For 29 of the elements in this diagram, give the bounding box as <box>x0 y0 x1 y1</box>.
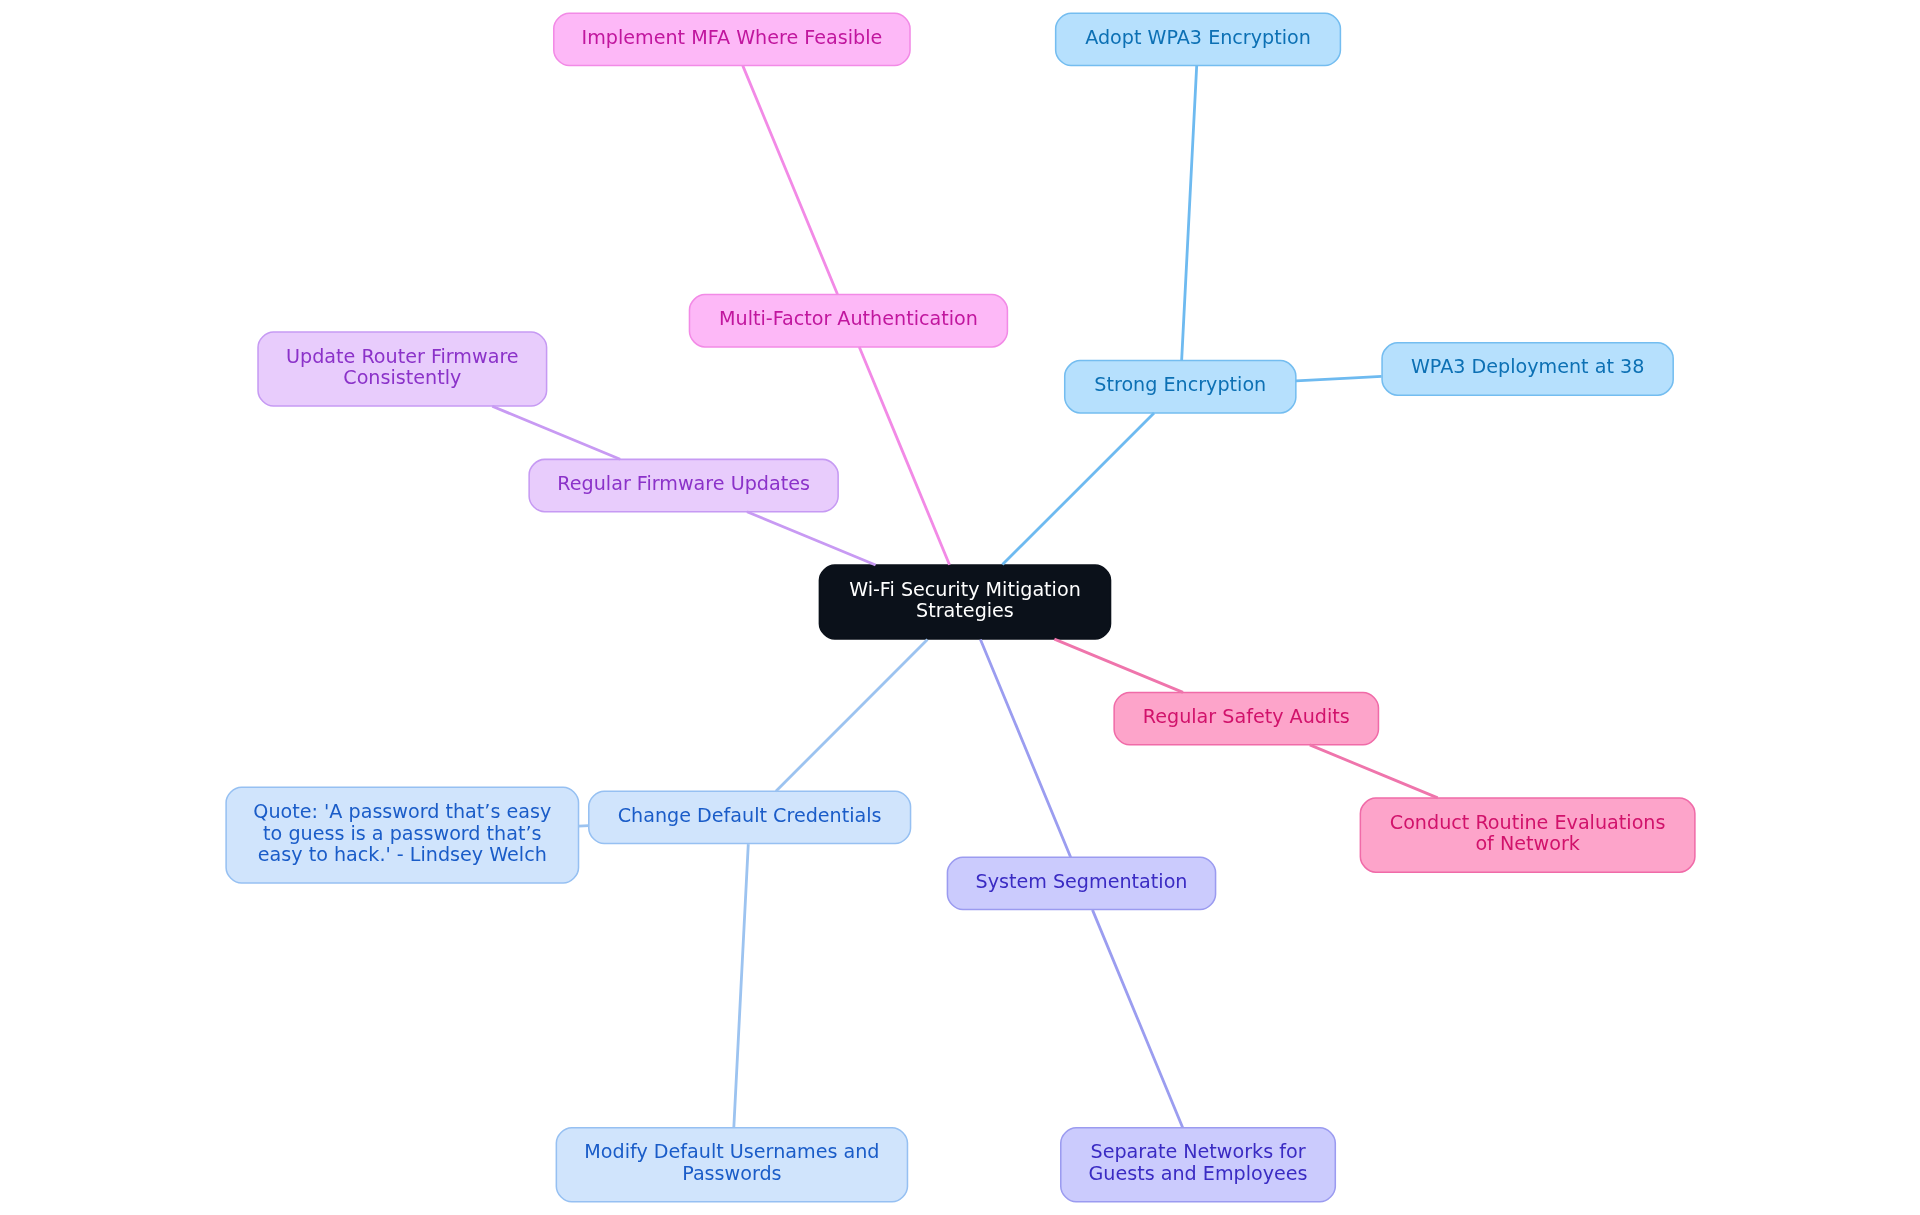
connector <box>1308 743 1438 800</box>
node-box: Multi-Factor Authentication <box>688 293 1008 348</box>
node-box: Wi-Fi Security Mitigation Strategies <box>818 564 1111 640</box>
node-box: Separate Networks for Guests and Employees <box>1059 1126 1336 1203</box>
connector <box>491 404 621 461</box>
connector <box>1179 65 1198 361</box>
connector <box>774 638 928 793</box>
connector <box>1000 412 1155 566</box>
node-box: Regular Safety Audits <box>1112 691 1379 746</box>
node-box: Modify Default Usernames and Passwords <box>555 1126 908 1203</box>
node-box: WPA3 Deployment at 38 <box>1380 342 1674 396</box>
node-box: Implement MFA Where Feasible <box>552 12 911 67</box>
node-box: Change Default Credentials <box>587 790 911 845</box>
connector <box>857 346 951 566</box>
connector <box>745 510 876 567</box>
connector <box>731 844 750 1128</box>
connector <box>1090 909 1184 1129</box>
node-box: Adopt WPA3 Encryption <box>1054 12 1341 67</box>
connector <box>578 824 589 828</box>
connector <box>740 65 839 295</box>
connector <box>1053 637 1184 694</box>
node-box: Conduct Routine Evaluations of Network <box>1359 797 1696 873</box>
connector <box>978 638 1072 858</box>
node-box: Strong Encryption <box>1063 359 1297 414</box>
connector <box>1295 375 1382 383</box>
node-box: Regular Firmware Updates <box>527 458 839 513</box>
node-box: Quote: 'A password that’s easy to guess is a password that’s easy to hack.' - Lindsey Welch <box>224 786 579 884</box>
node-box: Update Router Firmware Consistently <box>256 331 547 407</box>
node-box: System Segmentation <box>946 856 1216 911</box>
